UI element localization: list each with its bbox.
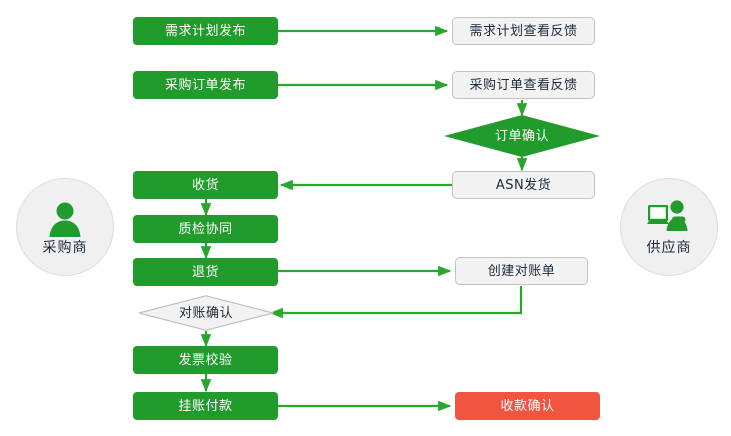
- person-icon: [45, 199, 85, 239]
- node-invoice-verify[interactable]: 发票校验: [133, 346, 278, 374]
- node-payment-confirm-label: 收款确认: [500, 398, 555, 414]
- node-pending-payment[interactable]: 挂账付款: [133, 392, 278, 420]
- node-statement-confirm[interactable]: 对账确认: [138, 295, 274, 331]
- node-quality-collaboration-label: 质检协同: [178, 221, 233, 237]
- node-payment-confirm[interactable]: 收款确认: [455, 392, 600, 420]
- node-pending-payment-label: 挂账付款: [178, 398, 233, 414]
- node-purchase-order-feedback-label: 采购订单查看反馈: [469, 77, 578, 93]
- node-purchase-order-publish[interactable]: 采购订单发布: [133, 71, 278, 99]
- node-demand-plan-feedback-label: 需求计划查看反馈: [469, 23, 578, 39]
- node-demand-plan-feedback[interactable]: 需求计划查看反馈: [452, 17, 595, 45]
- node-statement-confirm-label: 对账确认: [178, 305, 233, 321]
- node-demand-plan-publish[interactable]: 需求计划发布: [133, 17, 278, 45]
- actor-supplier-label: 供应商: [646, 240, 692, 256]
- node-order-confirm[interactable]: 订单确认: [444, 115, 600, 157]
- person-at-computer-icon: [646, 199, 692, 239]
- node-purchase-order-feedback[interactable]: 采购订单查看反馈: [452, 71, 595, 99]
- node-create-statement[interactable]: 创建对账单: [455, 257, 588, 285]
- node-quality-collaboration[interactable]: 质检协同: [133, 215, 278, 243]
- node-goods-receipt[interactable]: 收货: [133, 171, 278, 199]
- node-invoice-verify-label: 发票校验: [178, 352, 233, 368]
- node-create-statement-label: 创建对账单: [487, 263, 556, 279]
- edge-statement-to-confirm: [269, 286, 523, 319]
- node-goods-receipt-label: 收货: [191, 177, 219, 193]
- node-purchase-order-publish-label: 采购订单发布: [164, 77, 246, 93]
- node-demand-plan-publish-label: 需求计划发布: [164, 23, 246, 39]
- node-return-goods-label: 退货: [191, 264, 219, 280]
- node-asn-shipment-label: ASN发货: [495, 177, 552, 193]
- node-return-goods[interactable]: 退货: [133, 258, 278, 286]
- order-confirm-diamond-shape: [444, 115, 600, 157]
- node-asn-shipment[interactable]: ASN发货: [452, 171, 595, 199]
- node-order-confirm-label: 订单确认: [494, 128, 549, 144]
- actor-buyer[interactable]: 采购商: [16, 178, 114, 276]
- actor-buyer-label: 采购商: [42, 240, 88, 256]
- actor-supplier[interactable]: 供应商: [620, 178, 718, 276]
- statement-confirm-diamond-shape: [138, 295, 274, 331]
